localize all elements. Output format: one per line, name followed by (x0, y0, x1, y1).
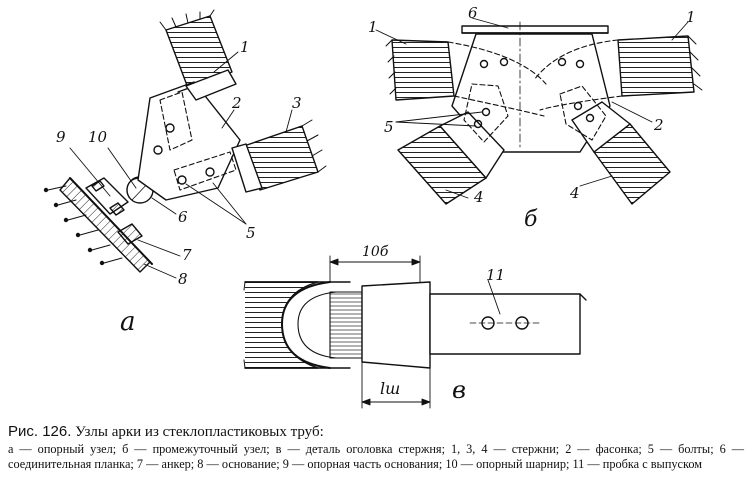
tube-1-b-left (385, 39, 547, 117)
panel-a-support-node: 1 2 3 5 6 7 8 9 10 а (43, 9, 327, 337)
plug-shell (281, 281, 363, 369)
callout-6-a: 6 (178, 208, 188, 226)
tube-4-b-left (397, 83, 509, 205)
panel-b-intermediate-node: 6 1 1 2 5 4 4 б (368, 4, 703, 232)
anchor (117, 223, 143, 245)
tube-4-b-right (559, 85, 671, 205)
caption-title-text: Узлы арки из стеклопластиковых труб: (75, 424, 324, 440)
callout-7-a: 7 (182, 246, 192, 264)
panel-label-a: а (120, 307, 136, 337)
callout-2-a: 2 (231, 94, 242, 112)
callout-leaders-b (375, 17, 689, 199)
callout-3-a: 3 (292, 94, 302, 112)
callout-1-b-right: 1 (686, 8, 696, 26)
dimension-lines-v (329, 255, 501, 409)
callout-11-v: 11 (486, 266, 505, 284)
bolts-b (473, 57, 595, 129)
callout-4-b-left: 4 (473, 188, 484, 206)
callout-6-b: 6 (468, 4, 478, 22)
panel-label-v: в (452, 376, 466, 404)
callout-2-b: 2 (653, 116, 664, 134)
callout-1-a: 1 (240, 38, 250, 56)
callout-5-a: 5 (246, 224, 256, 242)
figure-caption: Рис. 126. Узлы арки из стеклопластиковых… (8, 424, 744, 472)
bolts-a (153, 123, 215, 185)
plug-with-lug (361, 281, 587, 369)
callout-8-a: 8 (178, 270, 188, 288)
callout-4-b-right: 4 (569, 184, 580, 202)
support-part (85, 177, 129, 216)
callout-1-b-left: 1 (368, 18, 378, 36)
tube-1-b-right (533, 35, 703, 111)
connecting-strip (461, 25, 609, 34)
dimension-bottom: lш (380, 379, 400, 398)
callout-leaders-a (69, 51, 293, 279)
tube-1-a (159, 9, 237, 101)
figure-area: 1 2 3 5 6 7 8 9 10 а (43, 4, 703, 409)
dashed-tube-ends (159, 91, 237, 191)
callout-9-a: 9 (56, 128, 66, 146)
tube-3-a (231, 119, 327, 193)
gusset-plate-b (451, 33, 611, 153)
callout-10-a: 10 (88, 128, 108, 146)
caption-figure-number: Рис. 126. (8, 423, 72, 440)
panel-label-b: б (524, 207, 538, 232)
caption-title: Рис. 126. Узлы арки из стеклопластиковых… (8, 424, 744, 440)
callout-5-b: 5 (384, 118, 394, 136)
caption-body: а — опорный узел; б — промежуточный узел… (8, 442, 744, 471)
arch-nodes-drawing: 1 2 3 5 6 7 8 9 10 а (43, 4, 703, 409)
dimension-top: 10б (362, 244, 389, 260)
panel-v-tube-end-detail: 10б lш 11 в (243, 244, 587, 409)
